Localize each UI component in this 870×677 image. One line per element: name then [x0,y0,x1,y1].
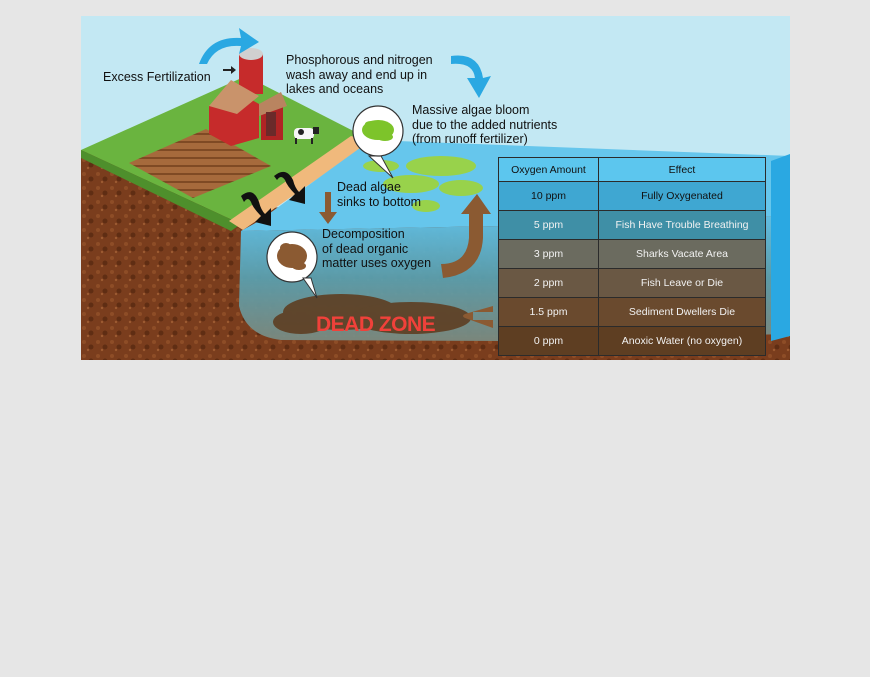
oxygen-effect-table: Oxygen Amount Effect 10 ppm Fully Oxygen… [498,157,766,356]
dead-zone-diagram: Excess Fertilization Phosphorous and nit… [81,16,790,360]
effect-cell: Anoxic Water (no oxygen) [598,326,766,356]
dead-zone-sludge [273,294,471,334]
table-row: 3 ppm Sharks Vacate Area [498,239,766,269]
table-header-row: Oxygen Amount Effect [498,157,766,182]
oxygen-amount-cell: 1.5 ppm [498,297,599,327]
water-right-face [771,154,790,341]
oxygen-amount-cell: 2 ppm [498,268,599,298]
table-row: 10 ppm Fully Oxygenated [498,181,766,211]
runoff-arrow-icon [451,55,491,98]
decomposition-callout-icon [266,231,318,299]
runoff-arrow-1-icon [274,171,305,204]
label-decomposition: Decomposition of dead organic matter use… [322,227,432,270]
label-algae-bloom: Massive algae bloom due to the added nut… [412,103,558,146]
weather-vane-icon [223,66,236,74]
table-row: 0 ppm Anoxic Water (no oxygen) [498,326,766,356]
cow [294,127,319,144]
table-row: 2 ppm Fish Leave or Die [498,268,766,298]
shore-path [229,136,371,230]
table-row: 5 ppm Fish Have Trouble Breathing [498,210,766,240]
wind-arrow-icon [199,28,259,64]
table-row: 1.5 ppm Sediment Dwellers Die [498,297,766,327]
effect-cell: Fish Leave or Die [598,268,766,298]
effect-cell: Fish Have Trouble Breathing [598,210,766,240]
oxygen-amount-cell: 0 ppm [498,326,599,356]
header-oxygen-amount: Oxygen Amount [498,157,599,182]
algae-callout-icon [352,105,404,179]
effect-cell: Fully Oxygenated [598,181,766,211]
plowed-field [129,129,271,198]
header-effect: Effect [598,157,766,182]
oxygen-amount-cell: 5 ppm [498,210,599,240]
label-runoff: Phosphorous and nitrogen wash away and e… [286,53,433,96]
runoff-arrow-2-icon [241,192,271,226]
dead-zone-label: DEAD ZONE [316,313,436,336]
barn [209,48,287,146]
oxygen-amount-cell: 10 ppm [498,181,599,211]
effect-cell: Sharks Vacate Area [598,239,766,269]
sink-arrow-icon [319,192,337,224]
label-dead-algae: Dead algae sinks to bottom [337,180,422,209]
effect-cell: Sediment Dwellers Die [598,297,766,327]
oxygen-amount-cell: 3 ppm [498,239,599,269]
bottom-arrow-icon [463,306,493,328]
upwelling-arrow-icon [441,194,491,278]
label-excess-fertilization: Excess Fertilization [103,70,211,84]
